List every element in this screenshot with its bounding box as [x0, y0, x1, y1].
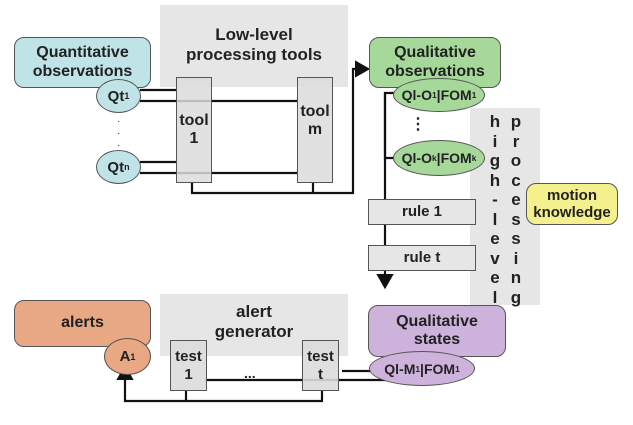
qt-ellipsis: ···: [117, 116, 121, 151]
ql-ellipsis: ⋮: [410, 116, 426, 133]
low-level-tools-panel: Low-level processing tools: [160, 5, 348, 87]
test-1-box: test 1: [170, 340, 207, 391]
rule-t-box: rule t: [368, 245, 476, 271]
qualitative-states-box: Qualitative states: [368, 305, 506, 357]
tool-m: tool m: [297, 77, 333, 183]
test-t-box: test t: [302, 340, 339, 391]
motion-knowledge-box: motion knowledge: [526, 183, 618, 225]
quantitative-observations-box: Quantitative observations: [14, 37, 151, 88]
alert-generator-label: alert generator: [214, 302, 294, 341]
low-level-tools-label: Low-level processing tools: [185, 25, 323, 64]
test-ellipsis: ...: [244, 365, 256, 381]
tool-1: tool 1: [176, 77, 212, 183]
rule-1-box: rule 1: [368, 199, 476, 225]
